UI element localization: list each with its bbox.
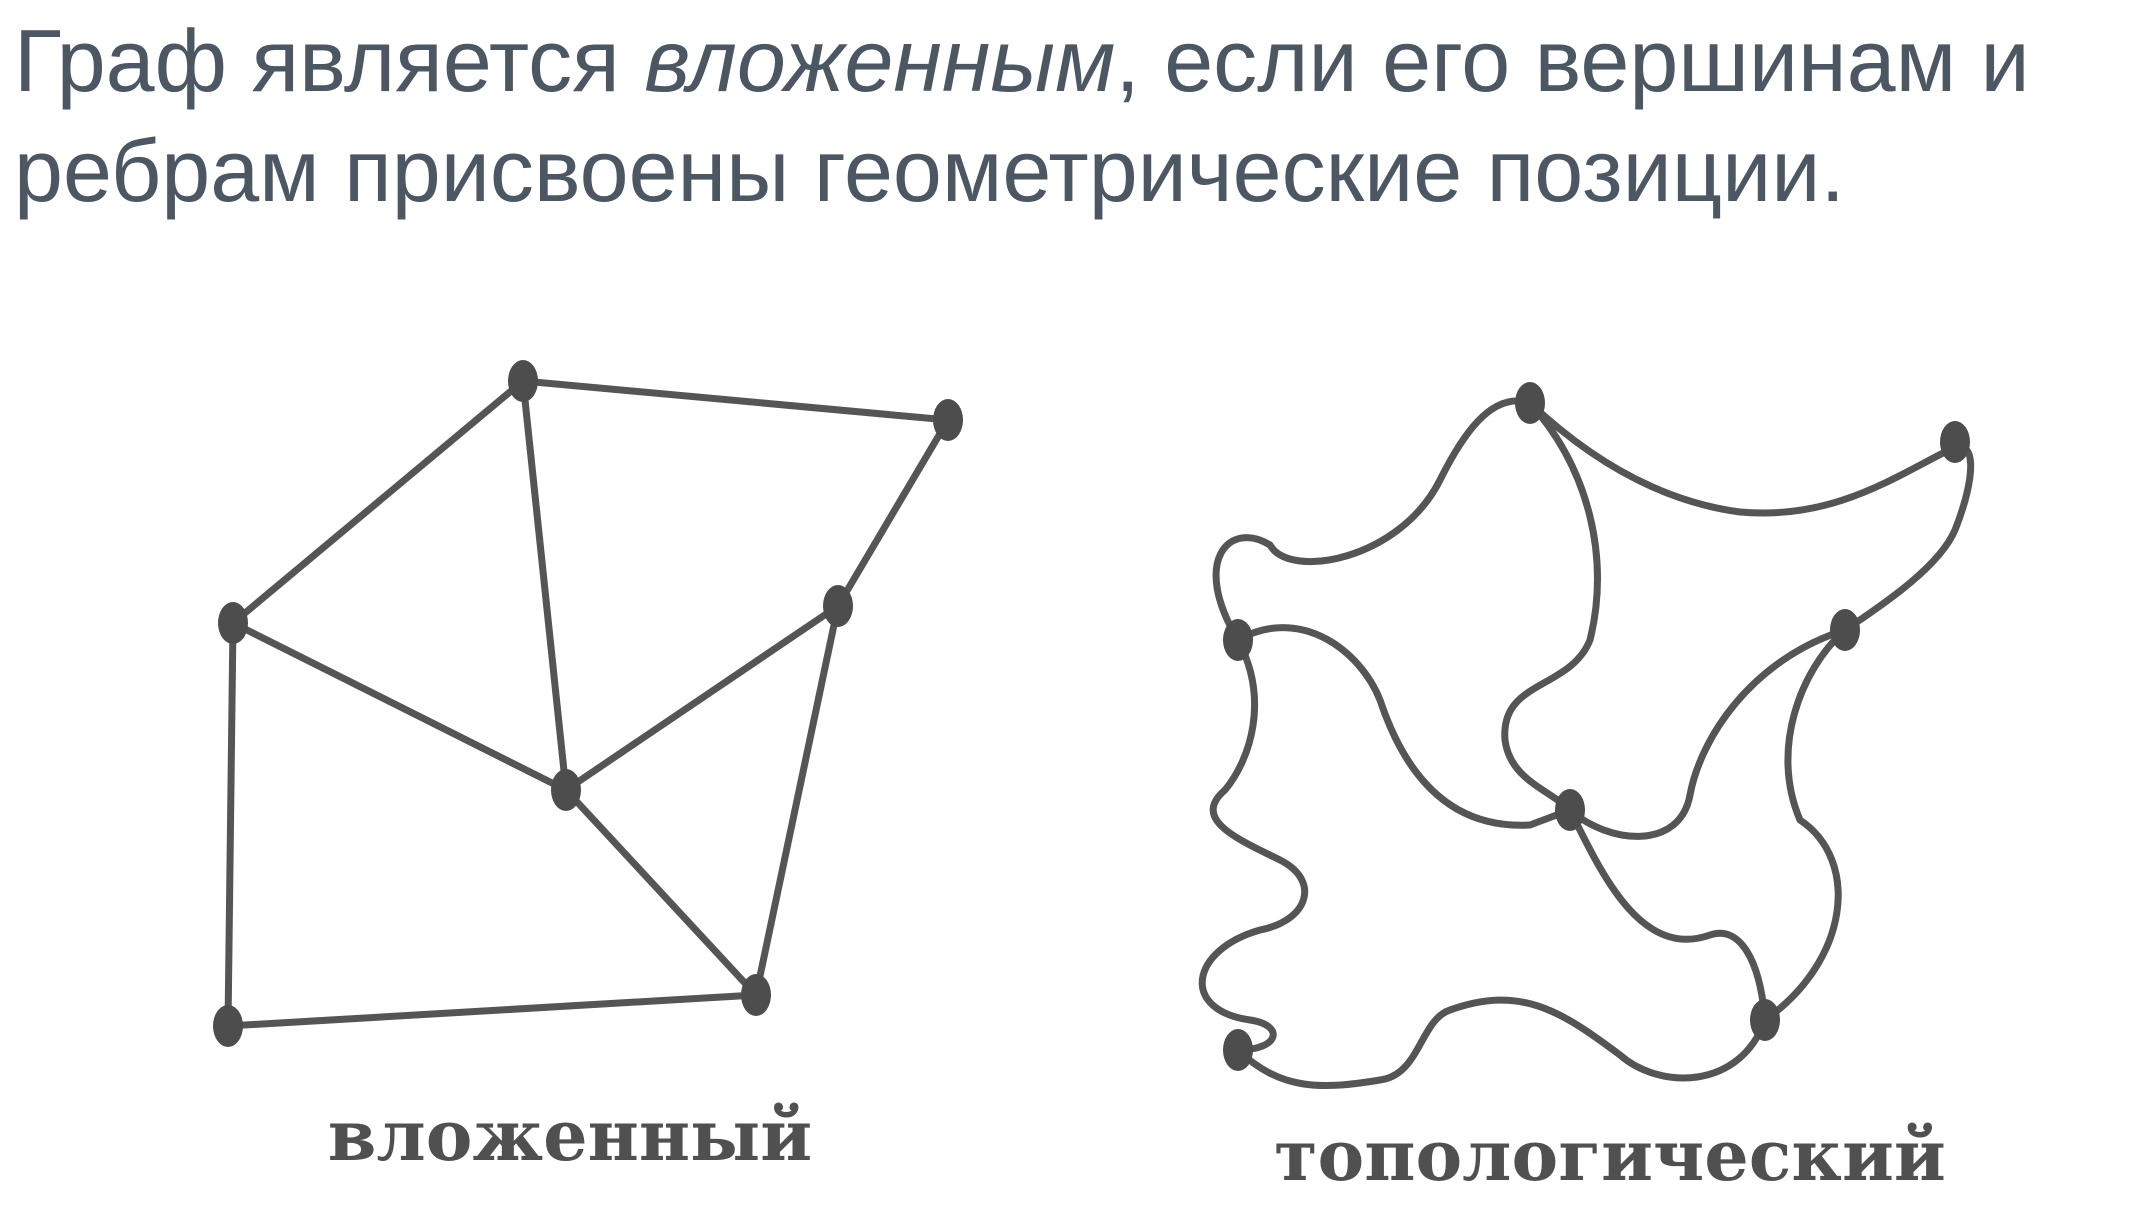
embedded-edge [224,619,237,1030]
topological-vertex [1223,619,1253,661]
topological-edge [1234,996,1769,1090]
embedded-edge [752,602,842,999]
topological-edge [1761,626,1849,1024]
topological-vertices [1223,382,1970,1071]
embedded-edge [229,377,527,627]
embedded-vertex [823,585,853,627]
topological-vertex [1940,421,1970,463]
title-emphasis: вложенным [644,11,1116,110]
embedded-vertex [551,769,581,811]
title-text-part1: Граф является [14,11,645,110]
embedded-vertices [213,360,963,1047]
embedded-edge [834,416,952,610]
topological-vertex [1830,609,1860,651]
slide-title: Граф является вложенным, если его вершин… [14,6,2134,226]
topological-edge [1566,626,1849,840]
embedded-edge [562,602,842,794]
embedded-vertex [508,360,538,402]
embedded-edge [562,786,760,999]
embedded-vertex [741,974,771,1016]
topological-edge [1501,399,1601,814]
embedded-caption: вложенный [328,1094,812,1177]
embedded-edge [229,619,570,794]
topological-edge [1198,636,1309,1054]
embedded-edge [519,377,570,794]
graph-figure: вложенный топологический [140,320,2050,1210]
topological-vertex [1555,789,1585,831]
embedded-graph [213,360,963,1047]
embedded-vertex [213,1005,243,1047]
topological-vertex [1750,999,1780,1041]
embedded-vertex [933,399,963,441]
topological-edge [1526,399,1975,634]
embedded-vertex [218,602,248,644]
topological-caption: топологический [1274,1114,1946,1197]
graph-figure-svg: вложенный топологический [213,360,1975,1197]
topological-edges [1198,397,1975,1090]
topological-graph [1198,382,1975,1090]
topological-vertex [1223,1029,1253,1071]
topological-edge [1566,806,1769,1024]
topological-edge [1234,624,1574,829]
topological-edge [1212,397,1534,644]
embedded-edges [224,377,952,1030]
title-text-part2: , если его вершинам и ребрам присвоены г… [14,11,2030,220]
topological-vertex [1515,382,1545,424]
embedded-edge [224,991,760,1030]
embedded-edge [519,377,952,424]
